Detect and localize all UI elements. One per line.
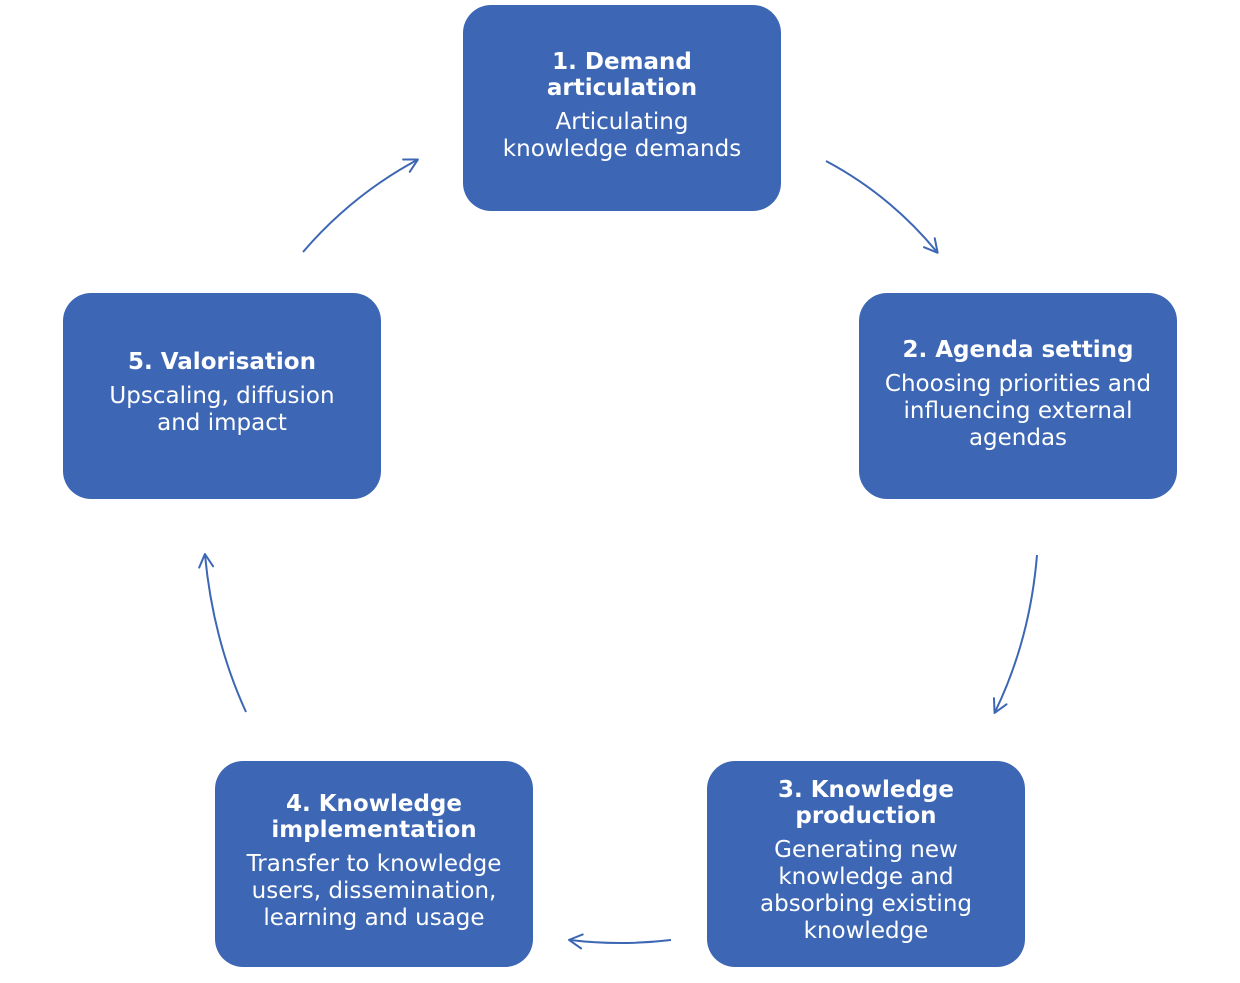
arrow-implementation-to-valorisation <box>198 553 247 713</box>
step-agenda-setting: 2. Agenda setting Choosing priorities an… <box>859 293 1177 499</box>
step-demand-articulation: 1. Demand articulation Articulating know… <box>463 5 781 211</box>
step-description: Transfer to knowledge users, disseminati… <box>246 851 502 931</box>
arrow-valorisation-to-demand <box>302 158 419 253</box>
step-knowledge-implementation: 4. Knowledge implementation Transfer to … <box>215 761 533 967</box>
step-description: Choosing priorities and influencing exte… <box>884 371 1152 451</box>
step-description: Generating new knowledge and absorbing e… <box>760 837 972 944</box>
step-title: 4. Knowledge implementation <box>271 791 477 843</box>
step-description: Articulating knowledge demands <box>502 109 742 162</box>
step-valorisation: 5. Valorisation Upscaling, diffusion and… <box>63 293 381 499</box>
step-title: 5. Valorisation <box>128 349 316 375</box>
step-title: 3. Knowledge production <box>777 777 954 829</box>
step-title: 2. Agenda setting <box>902 337 1134 363</box>
step-knowledge-production: 3. Knowledge production Generating new k… <box>707 761 1025 967</box>
arrow-agenda-to-production <box>992 554 1038 714</box>
step-description: Upscaling, diffusion and impact <box>109 383 335 436</box>
arrow-production-to-implementation <box>568 933 672 950</box>
arrow-demand-to-agenda <box>825 160 939 254</box>
step-title: 1. Demand articulation <box>546 49 698 101</box>
